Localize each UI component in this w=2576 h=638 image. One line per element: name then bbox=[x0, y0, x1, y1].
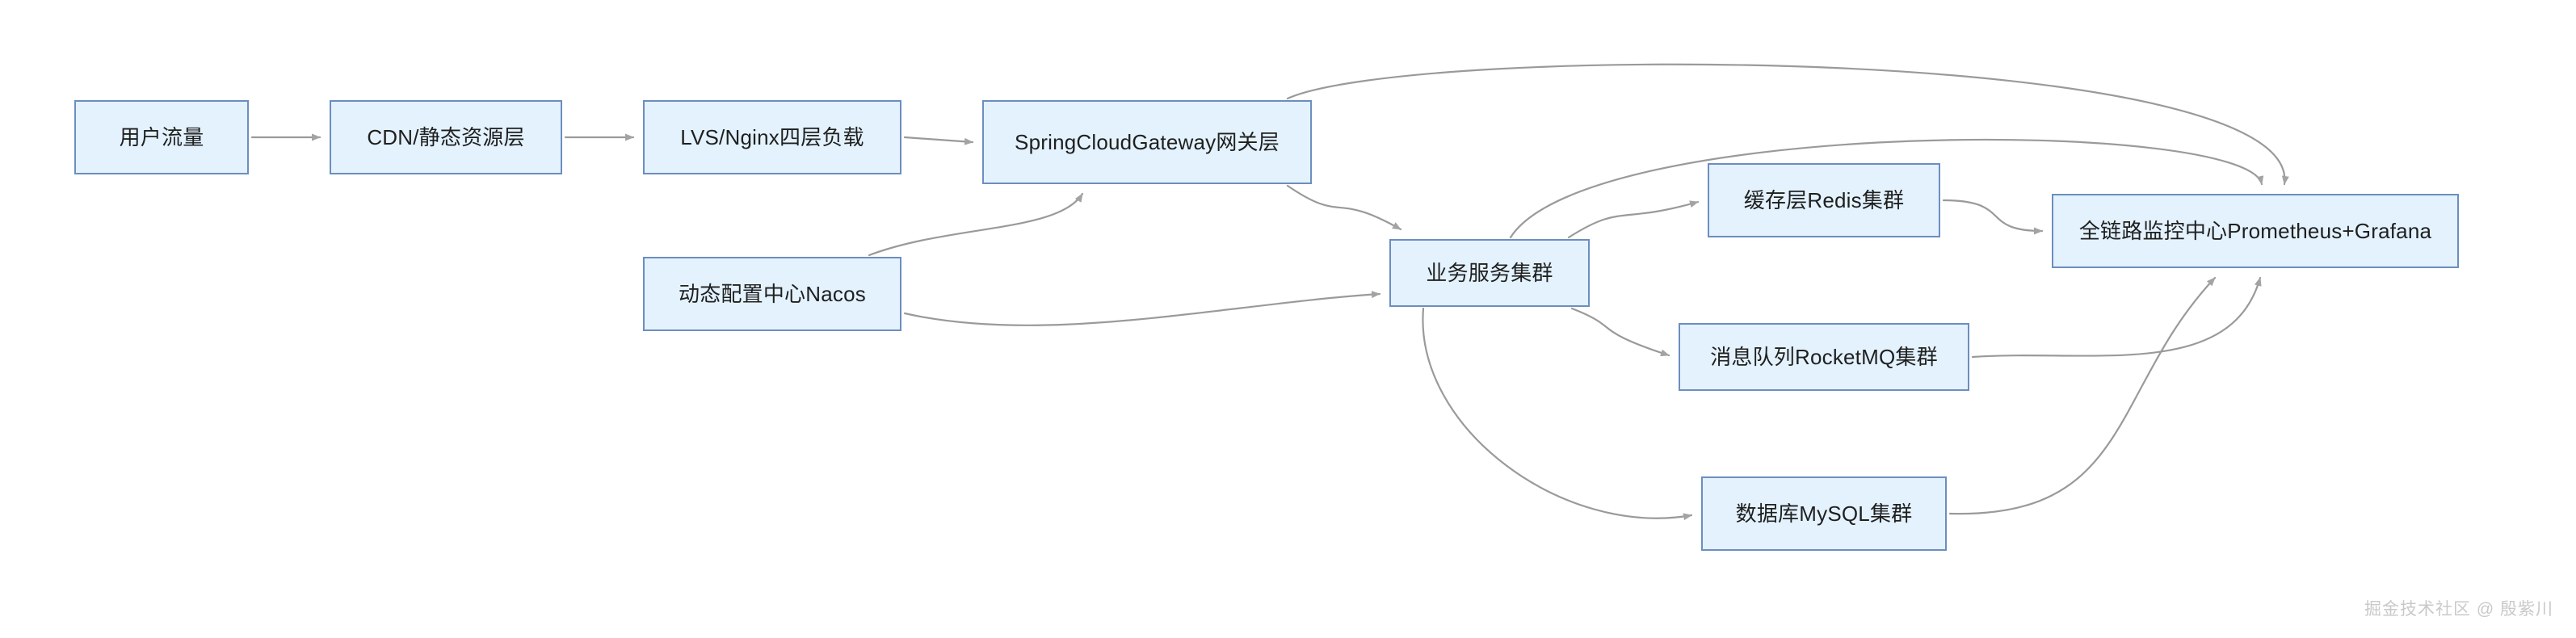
node-label: 缓存层Redis集群 bbox=[1743, 187, 1905, 212]
node-label: 消息队列RocketMQ集群 bbox=[1710, 344, 1938, 369]
edge-nacos-to-gateway bbox=[868, 192, 1084, 257]
watermark: 掘金技术社区 @ 殷紫川 bbox=[2364, 600, 2553, 619]
node-label: LVS/Nginx四层负载 bbox=[680, 124, 864, 149]
edge-mysql-to-monitor bbox=[1948, 276, 2217, 515]
node-label: 用户流量 bbox=[119, 124, 204, 149]
node-nacos[interactable]: 动态配置中心Nacos bbox=[643, 257, 901, 331]
node-business[interactable]: 业务服务集群 bbox=[1389, 239, 1590, 307]
node-label: SpringCloudGateway网关层 bbox=[1015, 129, 1280, 154]
node-lvs_nginx[interactable]: LVS/Nginx四层负载 bbox=[643, 100, 901, 174]
edge-nacos-to-business bbox=[903, 291, 1381, 326]
node-label: 动态配置中心Nacos bbox=[679, 281, 866, 306]
edge-business-to-mysql bbox=[1422, 307, 1693, 521]
node-label: 业务服务集群 bbox=[1426, 260, 1553, 285]
node-redis[interactable]: 缓存层Redis集群 bbox=[1708, 163, 1940, 237]
node-rocketmq[interactable]: 消息队列RocketMQ集群 bbox=[1679, 323, 1969, 391]
node-label: 数据库MySQL集群 bbox=[1735, 501, 1913, 526]
edge-gateway-to-monitor bbox=[1286, 63, 2289, 186]
edge-lvs_nginx-to-gateway bbox=[903, 136, 974, 145]
node-mysql[interactable]: 数据库MySQL集群 bbox=[1701, 476, 1947, 551]
node-monitor[interactable]: 全链路监控中心Prometheus+Grafana bbox=[2052, 194, 2459, 268]
edge-business-to-monitor bbox=[1509, 138, 2264, 239]
node-label: CDN/静态资源层 bbox=[367, 124, 525, 149]
edge-business-to-redis bbox=[1567, 200, 1700, 239]
edge-gateway-to-business bbox=[1286, 184, 1402, 231]
node-gateway[interactable]: SpringCloudGateway网关层 bbox=[982, 100, 1312, 184]
edge-rocketmq-to-monitor bbox=[1971, 276, 2262, 359]
node-label: 全链路监控中心Prometheus+Grafana bbox=[2078, 218, 2432, 243]
edge-business-to-rocketmq bbox=[1570, 307, 1670, 357]
edge-redis-to-monitor bbox=[1942, 199, 2044, 235]
node-cdn_static[interactable]: CDN/静态资源层 bbox=[330, 100, 562, 174]
node-user_traffic[interactable]: 用户流量 bbox=[74, 100, 249, 174]
